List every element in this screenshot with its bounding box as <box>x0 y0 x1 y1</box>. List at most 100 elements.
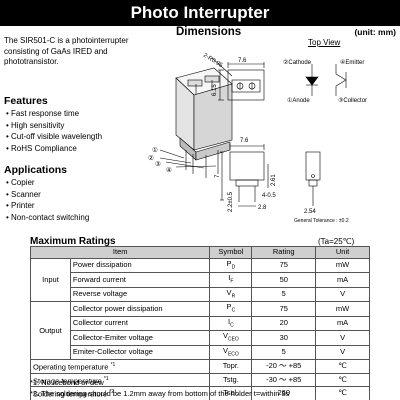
footnotes: *1. No icebond or dew *2. The soldering … <box>30 377 289 399</box>
symbol-sub: C <box>231 307 236 314</box>
dim-side-height: 2.2±0.5 <box>228 191 234 212</box>
applications-heading: Applications <box>4 164 68 176</box>
cell-unit: ℃ <box>315 386 370 400</box>
cell-unit: V <box>315 344 370 360</box>
cell-item: Emiter-Collector voltage <box>69 344 211 360</box>
pin-number-label: ② <box>148 154 154 162</box>
group-input: Input <box>30 257 71 302</box>
table-row: Forward current IF 50 mA <box>31 272 370 288</box>
table-row: Output Collector power dissipation PC 75… <box>30 301 370 360</box>
pin-emitter-label: ④Emitter <box>340 59 364 66</box>
list-item: Printer <box>6 200 89 212</box>
footnote: *1. No icebond or dew <box>30 378 104 387</box>
cell-rating: 5 <box>251 344 317 360</box>
table-row: Operating temperature *1 Topr. -20 ～ +85… <box>29 359 370 374</box>
list-item: Scanner <box>6 189 89 201</box>
top-view-drawing <box>211 57 265 101</box>
table-row: Collector-Emiter voltage VCEO 30 V <box>31 330 370 346</box>
cell-unit: V <box>315 330 370 346</box>
pin-number-label: ① <box>152 146 158 154</box>
pin-number-label: ③ <box>155 160 161 168</box>
cell-unit: V <box>315 286 370 302</box>
symbol-sub: R <box>231 293 236 299</box>
ratings-table: Item Symbol Rating Unit Input Power diss… <box>29 246 370 400</box>
symbol-text: P <box>226 258 232 268</box>
cell-rating: 75 <box>251 257 317 273</box>
top-view-label: Top View <box>308 38 341 47</box>
symbol-text: V <box>222 345 228 355</box>
pin-cathode-label: ②Cathode <box>283 59 312 66</box>
unit-label: (unit: mm) <box>354 27 396 37</box>
cell-symbol: IC <box>209 315 253 331</box>
symbol-sub: C <box>230 322 234 328</box>
cell-rating: -20 ～ +85 <box>251 359 317 374</box>
note-ref: *1 <box>110 362 116 368</box>
symbol-sub: D <box>231 264 236 270</box>
dim-height-top: 6.15 <box>212 84 218 96</box>
table-row: Reverse voltage VR 5 V <box>31 286 370 302</box>
cell-symbol: VECO <box>209 344 253 360</box>
symbol-sub: F <box>230 278 234 285</box>
cell-unit: mA <box>315 272 370 288</box>
table-row: Soldering temperature *2 Tsol. 260 ℃ <box>29 386 370 400</box>
cell-item: Power dissipation <box>69 257 211 273</box>
symbol-text: I <box>228 316 231 326</box>
cell-rating: 50 <box>251 272 317 288</box>
cell-symbol: PD <box>209 257 253 273</box>
cell-symbol: VR <box>209 286 253 302</box>
cell-unit: mA <box>315 315 370 331</box>
symbol-text: V <box>222 331 228 340</box>
cell-symbol: IF <box>209 272 253 288</box>
dim-radius: 2-R0.95 <box>202 53 224 70</box>
cell-item: Reverse voltage <box>69 286 211 302</box>
symbol-text: I <box>228 273 231 282</box>
note-ref: *1 <box>103 375 109 382</box>
cell-rating: 5 <box>251 286 317 302</box>
table-row: Storage temperature *1 Tstg. -30 ～ +85 ℃ <box>29 372 370 387</box>
pin-number-label: ④ <box>166 166 172 174</box>
item-text: Soldering temperature <box>33 389 108 399</box>
cell-item: Storage temperature *1 <box>29 372 211 387</box>
header-unit: Unit <box>315 246 370 259</box>
cell-unit: mW <box>315 257 370 273</box>
cell-symbol: Tstg. <box>209 372 253 387</box>
page-title: Photo Interrupter <box>0 0 400 26</box>
symbol-text: P <box>226 302 232 311</box>
list-item: Fast response time <box>6 108 102 120</box>
side-view-drawing <box>305 151 321 206</box>
ratings-condition: (Ta=25℃) <box>318 237 355 246</box>
dim-pin-length: 2.54 <box>304 209 316 215</box>
cell-item: Operating temperature *1 <box>29 359 211 374</box>
table-row: Input Power dissipation PD 75 mW <box>30 257 370 302</box>
note-ref: *2 <box>109 389 115 395</box>
footnote: *2. The soldering should be 1.2mm away f… <box>30 389 290 398</box>
item-text: Storage temperature <box>33 376 102 385</box>
pin-collector-label: ③Collector <box>338 97 367 104</box>
list-item: High sensitivity <box>6 120 102 132</box>
list-item: Non-contact switching <box>6 212 89 224</box>
circuit-schematic <box>305 64 347 96</box>
general-tolerance: General Tolerance : ±0.2 <box>294 218 349 224</box>
cell-item: Collector power dissipation <box>69 301 211 317</box>
cell-symbol: Topr. <box>209 359 253 374</box>
dimensions-heading: Dimensions <box>176 26 242 38</box>
list-item: Copier <box>6 177 89 189</box>
description: The SIR501-C is a photointerrupter consi… <box>4 36 129 66</box>
cell-item: Collector current <box>69 315 211 331</box>
item-text: Operating temperature <box>33 362 109 372</box>
cell-symbol: VCEO <box>209 330 253 346</box>
dim-lead-diameter: 4-0.5 <box>262 193 276 199</box>
isometric-view-drawing <box>159 67 233 178</box>
dim-lead-height: 2.61 <box>271 174 277 186</box>
cell-symbol: PC <box>209 301 253 317</box>
cell-rating: 30 <box>251 330 317 346</box>
cell-rating: 20 <box>251 315 317 331</box>
dim-width-top: 7.6 <box>238 58 247 64</box>
dimension-drawings: ① ② ③ ④ 7.6 6.15 2-R0.95 7.6 7 2.61 <box>148 53 367 224</box>
symbol-sub: ECO <box>227 351 239 357</box>
list-item: RoHS Compliance <box>6 143 102 155</box>
symbol-sub: CEO <box>227 336 239 343</box>
header-symbol: Symbol <box>209 246 253 259</box>
cell-item: Forward current <box>69 272 211 288</box>
header-rating: Rating <box>251 246 317 259</box>
